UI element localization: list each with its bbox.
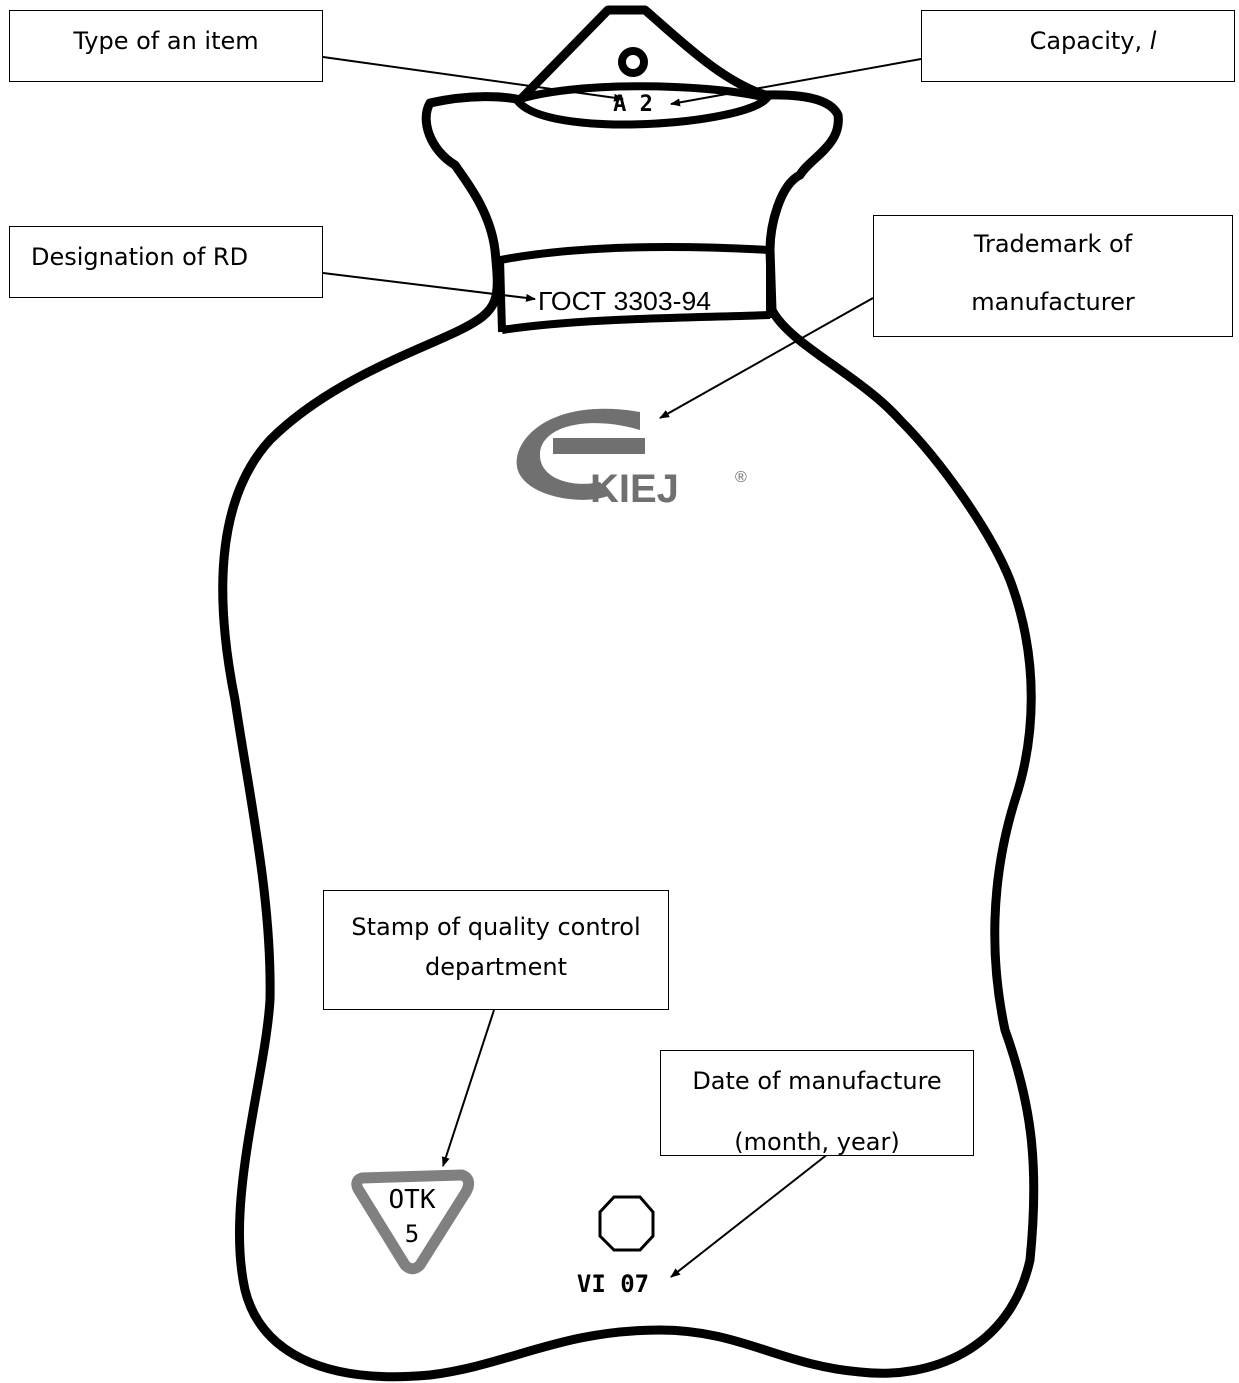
otk-stamp-text: ОТК [389,1185,436,1215]
callout-stamp-line2: department [324,947,668,987]
callout-trademark: Trademark of manufacturer [873,215,1233,337]
gost-mark: ГОСТ 3303-94 [538,286,711,316]
type-capacity-mark: А 2 [613,92,653,117]
callout-capacity: Capacity, l [921,10,1235,82]
callout-date-line1: Date of manufacture [661,1067,973,1095]
date-code-mark: VI 07 [577,1270,649,1298]
neck-band-top [500,247,770,260]
callout-type-of-item-label: Type of an item [10,27,322,55]
hanging-hole [622,51,644,73]
arrow-date [671,1150,833,1277]
date-circle [600,1197,653,1250]
logo-brand-text: KIEJ [590,467,679,511]
otk-stamp: ОТК 5 [357,1175,469,1269]
callout-stamp-line1: Stamp of quality control [324,907,668,947]
callout-capacity-unit: l [1150,27,1157,55]
callout-designation-rd: Designation of RD [9,226,323,298]
logo-registered-mark: ® [735,469,747,486]
manufacturer-logo: KIEJ ® [517,409,747,511]
callout-trademark-line2: manufacturer [874,288,1232,316]
callout-trademark-line1: Trademark of [874,230,1232,258]
otk-stamp-number: 5 [405,1220,419,1248]
callout-capacity-label: Capacity, l [952,27,1234,55]
logo-bar [553,438,645,454]
neck-band-bottom [502,315,770,330]
callout-designation-rd-label: Designation of RD [31,243,322,271]
callout-date: Date of manufacture (month, year) [660,1050,974,1156]
callout-date-line2: (month, year) [661,1128,973,1156]
callout-capacity-text: Capacity, [1030,27,1150,55]
callout-stamp: Stamp of quality control department [323,890,669,1010]
arrow-stamp [443,1010,494,1166]
callout-type-of-item: Type of an item [9,10,323,82]
